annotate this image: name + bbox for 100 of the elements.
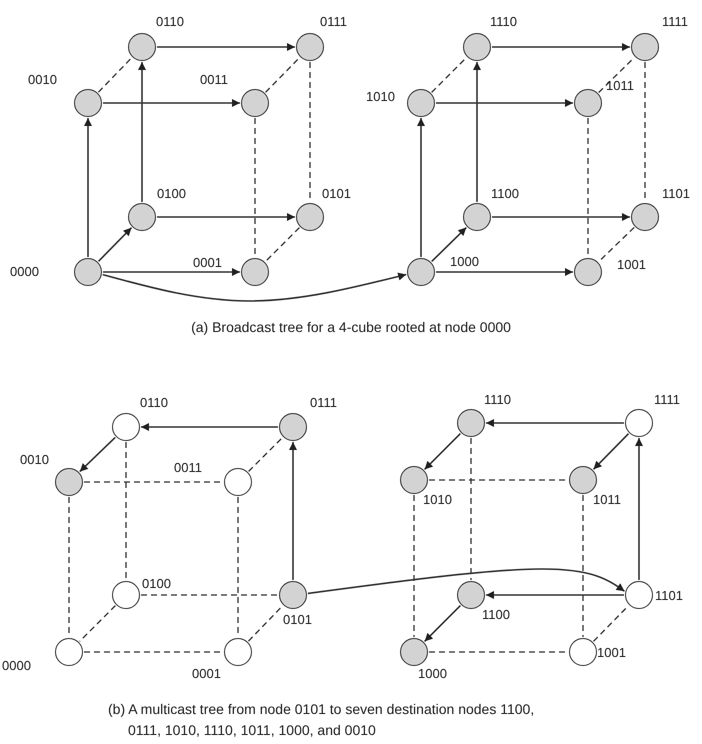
shaded-circle: [400, 466, 428, 494]
arrow: [417, 118, 425, 257]
node-label: 0100: [142, 576, 171, 591]
node-label: 0111: [310, 395, 337, 410]
arrow: [103, 268, 240, 276]
shaded-circle: [569, 466, 597, 494]
node-label: 0001: [193, 255, 222, 270]
node-label: 1011: [606, 78, 634, 93]
shaded-circle: [463, 33, 491, 61]
dashed-line: [248, 437, 283, 472]
caption: (a) Broadcast tree for a 4-cube rooted at node 0000: [190, 318, 512, 337]
dashed-line: [248, 605, 284, 642]
open-circle: [112, 413, 140, 441]
dashed-line: [84, 651, 223, 653]
shaded-circle: [128, 203, 156, 231]
shaded-circle: [407, 258, 435, 286]
arrow: [492, 43, 630, 51]
arrow: [436, 268, 573, 276]
arrow: [492, 213, 630, 221]
shaded-circle: [279, 581, 307, 609]
arrow: [103, 99, 240, 107]
node-label: 0000: [10, 264, 39, 279]
arrow: [79, 436, 116, 472]
dashed-line: [79, 605, 116, 642]
shaded-circle: [74, 258, 102, 286]
node-label: 1111: [654, 392, 680, 407]
arrow: [84, 118, 92, 257]
arrow: [431, 226, 467, 262]
arrow: [157, 213, 295, 221]
arrow: [98, 227, 132, 262]
arrow: [289, 442, 297, 580]
node-label: 0111: [320, 14, 347, 29]
shaded-circle: [279, 413, 307, 441]
shaded-circle: [400, 638, 428, 666]
arrow: [138, 62, 146, 202]
node-label: 0101: [322, 186, 351, 201]
dashed-line: [429, 651, 568, 653]
arrow: [592, 433, 630, 470]
shaded-circle: [241, 89, 269, 117]
shaded-circle: [296, 203, 324, 231]
shaded-circle: [55, 468, 83, 496]
shaded-circle: [463, 203, 491, 231]
arrow: [473, 62, 481, 202]
dashed-line: [141, 594, 278, 596]
node-label: 0001: [192, 666, 221, 681]
arrow: [157, 43, 295, 51]
shaded-circle: [574, 258, 602, 286]
dashed-line: [413, 495, 415, 637]
dashed-line: [598, 226, 635, 262]
open-circle: [569, 638, 597, 666]
node-label: 1000: [450, 254, 479, 269]
caption: (b) A multicast tree from node 0101 to seven destination nodes 1100, 0111, 1010, 1110, 1011, 1000, and 0010: [108, 700, 536, 740]
shaded-circle: [574, 89, 602, 117]
node-label: 1101: [655, 588, 683, 603]
arrow: [141, 423, 278, 431]
open-circle: [112, 581, 140, 609]
node-label: 0010: [28, 72, 57, 87]
dashed-line: [598, 57, 635, 93]
node-label: 0101: [283, 612, 312, 627]
node-label: 1110: [490, 14, 517, 29]
arrow: [486, 419, 624, 427]
node-label: 1111: [662, 14, 688, 29]
arrow: [486, 591, 624, 599]
arrow: [424, 433, 461, 470]
shaded-circle: [631, 33, 659, 61]
dashed-line: [265, 57, 300, 93]
shaded-circle: [407, 89, 435, 117]
arrow: [436, 99, 573, 107]
shaded-circle: [128, 33, 156, 61]
arrow: [424, 605, 461, 642]
dashed-line: [470, 438, 472, 580]
node-label: 1001: [617, 257, 646, 272]
shaded-circle: [457, 409, 485, 437]
node-label: 1010: [423, 492, 452, 507]
shaded-circle: [631, 203, 659, 231]
node-label: 1011: [593, 492, 621, 507]
node-label: 1100: [482, 607, 510, 622]
dashed-line: [84, 481, 223, 483]
dashed-line: [582, 495, 584, 637]
node-label: 0110: [156, 14, 184, 29]
shaded-circle: [241, 258, 269, 286]
node-label: 0010: [20, 452, 49, 467]
node-label: 1100: [491, 186, 519, 201]
open-circle: [625, 581, 653, 609]
node-label: 0110: [140, 395, 168, 410]
dashed-line: [429, 479, 568, 481]
node-label: 1000: [418, 666, 447, 681]
shaded-circle: [457, 581, 485, 609]
arrow: [102, 272, 406, 302]
dashed-line: [431, 57, 467, 93]
dashed-line: [125, 442, 127, 580]
node-label: 0011: [200, 72, 228, 87]
node-label: 0011: [174, 460, 202, 475]
open-circle: [55, 638, 83, 666]
dashed-line: [265, 227, 300, 262]
node-label: 0000: [2, 658, 31, 673]
arrow: [635, 438, 643, 580]
dashed-line: [593, 605, 629, 642]
node-label: 1010: [366, 89, 395, 104]
open-circle: [224, 638, 252, 666]
